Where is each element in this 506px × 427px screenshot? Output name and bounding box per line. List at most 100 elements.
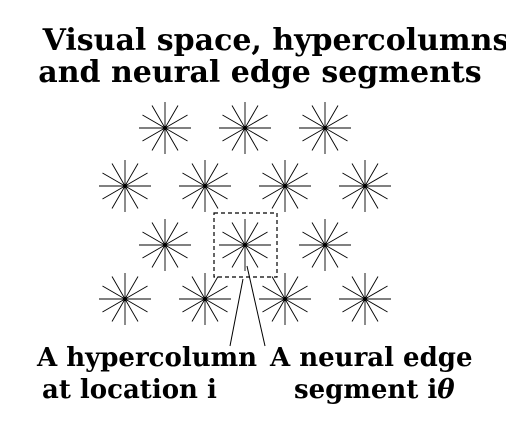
hypercolumn-label-line-1: A hypercolumn	[36, 343, 257, 373]
edge-segment	[204, 172, 228, 187]
edge-segment	[102, 185, 126, 200]
edge-segment	[151, 222, 166, 246]
edge-segment	[222, 127, 246, 142]
hypercolumn-pointer-line	[229, 278, 244, 347]
edge-segment	[164, 105, 179, 129]
edge-segment	[302, 114, 326, 129]
hypercolumn-0-2	[299, 102, 351, 154]
edge-segment	[164, 127, 179, 151]
edge-segment	[204, 163, 219, 187]
hypercolumn-1-1	[179, 160, 231, 212]
hypercolumn-center	[323, 243, 327, 247]
edge-segment	[324, 114, 348, 129]
edge-segment	[342, 185, 366, 200]
edge-segment	[271, 276, 286, 300]
hypercolumn-center	[163, 126, 167, 130]
edge-segment	[364, 172, 388, 187]
edge-segment	[111, 185, 126, 209]
hypercolumn-1-2	[259, 160, 311, 212]
edge-segment	[244, 127, 268, 142]
edge-segment	[244, 244, 259, 268]
edge-segment	[111, 163, 126, 187]
edge-segment	[222, 244, 246, 259]
edge-segment	[311, 222, 326, 246]
hypercolumn-2-1	[219, 219, 271, 271]
edge-segment	[284, 163, 299, 187]
segment-pointer-line	[246, 265, 266, 347]
edge-segment	[302, 244, 326, 259]
edge-segment	[231, 222, 246, 246]
edge-segment	[284, 185, 299, 209]
edge-segment	[244, 231, 268, 246]
edge-segment	[271, 298, 286, 322]
hypercolumn-center	[163, 243, 167, 247]
edge-segment	[102, 285, 126, 300]
highlighted-hypercolumn-box	[213, 212, 278, 278]
hypercolumn-center	[203, 184, 207, 188]
edge-segment	[302, 231, 326, 246]
hypercolumn-center	[323, 126, 327, 130]
edge-segment	[164, 231, 188, 246]
segment-label-line-1: A neural edge	[269, 343, 473, 373]
edge-segment	[351, 298, 366, 322]
edge-segment	[284, 172, 308, 187]
edge-segment	[204, 298, 228, 313]
edge-segment	[182, 285, 206, 300]
hypercolumn-3-3	[339, 273, 391, 325]
edge-segment	[324, 244, 339, 268]
edge-segment	[284, 185, 308, 200]
segment-label-prefix: segment i	[294, 375, 437, 405]
edge-segment	[262, 172, 286, 187]
edge-segment	[124, 163, 139, 187]
edge-segment	[364, 276, 379, 300]
title-line-1: Visual space, hypercolumns	[42, 23, 506, 58]
edge-segment	[284, 298, 308, 313]
hypercolumn-center	[123, 184, 127, 188]
hypercolumn-center	[243, 126, 247, 130]
edge-segment	[351, 163, 366, 187]
hypercolumn-center	[283, 297, 287, 301]
hypercolumn-label-line-2: at location i	[42, 375, 217, 405]
edge-segment	[124, 185, 139, 209]
hypercolumn-3-0	[99, 273, 151, 325]
hypercolumn-3-2	[259, 273, 311, 325]
edge-segment	[151, 244, 166, 268]
edge-segment	[244, 244, 268, 259]
edge-segment	[271, 163, 286, 187]
edge-segment	[342, 298, 366, 313]
edge-segment	[191, 298, 206, 322]
edge-segment	[271, 185, 286, 209]
edge-segment	[364, 185, 388, 200]
edge-segment	[204, 276, 219, 300]
edge-segment	[244, 114, 268, 129]
edge-segment	[142, 114, 166, 129]
edge-segment	[231, 127, 246, 151]
edge-segment	[302, 127, 326, 142]
edge-segment	[244, 222, 259, 246]
edge-segment	[262, 185, 286, 200]
edge-segment	[324, 244, 348, 259]
edge-segment	[111, 276, 126, 300]
hypercolumn-1-0	[99, 160, 151, 212]
segment-label-line-2: segment iθ	[294, 375, 455, 405]
edge-segment	[222, 114, 246, 129]
edge-segment	[182, 172, 206, 187]
hypercolumn-3-1	[179, 273, 231, 325]
hypercolumn-grid	[99, 102, 391, 325]
edge-segment	[102, 172, 126, 187]
edge-segment	[124, 172, 148, 187]
edge-segment	[231, 105, 246, 129]
edge-segment	[204, 298, 219, 322]
edge-segment	[342, 172, 366, 187]
hypercolumn-2-2	[299, 219, 351, 271]
edge-segment	[364, 285, 388, 300]
edge-segment	[124, 185, 148, 200]
edge-segment	[164, 127, 188, 142]
edge-segment	[204, 285, 228, 300]
edge-segment	[164, 244, 188, 259]
edge-segment	[324, 127, 339, 151]
edge-segment	[311, 244, 326, 268]
hypercolumn-0-0	[139, 102, 191, 154]
